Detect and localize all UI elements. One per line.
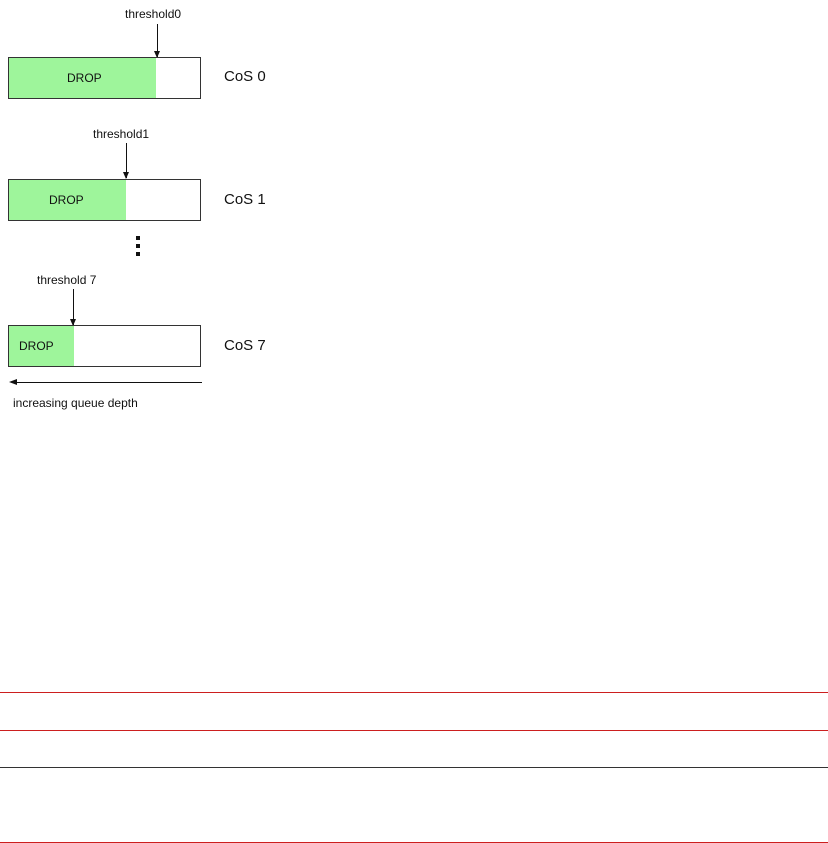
drop-region-cos0 xyxy=(9,58,157,98)
threshold-label-cos0: threshold0 xyxy=(125,7,182,21)
queue-bar-cos7: DROP xyxy=(8,325,201,367)
cos-label-7: CoS 7 xyxy=(224,337,266,354)
cos-label-1: CoS 1 xyxy=(224,191,266,208)
threshold-arrow-cos0 xyxy=(154,24,160,58)
queue-bar-cos0: DROP xyxy=(8,57,201,99)
drop-region-cos7 xyxy=(9,326,74,366)
drop-label-cos0: DROP xyxy=(67,71,102,85)
drop-label-cos1: DROP xyxy=(49,193,84,207)
rule-red-1 xyxy=(0,692,828,693)
drop-region-cos1 xyxy=(9,180,126,220)
queue-depth-arrow xyxy=(9,379,202,385)
threshold-arrow-cos7 xyxy=(70,289,76,326)
queue-depth-label: increasing queue depth xyxy=(13,396,138,410)
threshold-label-cos7: threshold 7 xyxy=(37,273,97,287)
queue-bar-cos1: DROP xyxy=(8,179,201,221)
rule-dark xyxy=(0,767,828,768)
threshold-label-cos1: threshold1 xyxy=(93,127,150,141)
drop-label-cos7: DROP xyxy=(19,339,54,353)
cos-label-0: CoS 0 xyxy=(224,68,266,85)
queue-threshold-diagram: threshold0 DROP CoS 0 threshold1 DROP Co… xyxy=(0,0,300,420)
threshold-arrow-cos1 xyxy=(123,143,129,179)
vertical-ellipsis-icon xyxy=(136,236,140,256)
rule-red-2 xyxy=(0,730,828,731)
